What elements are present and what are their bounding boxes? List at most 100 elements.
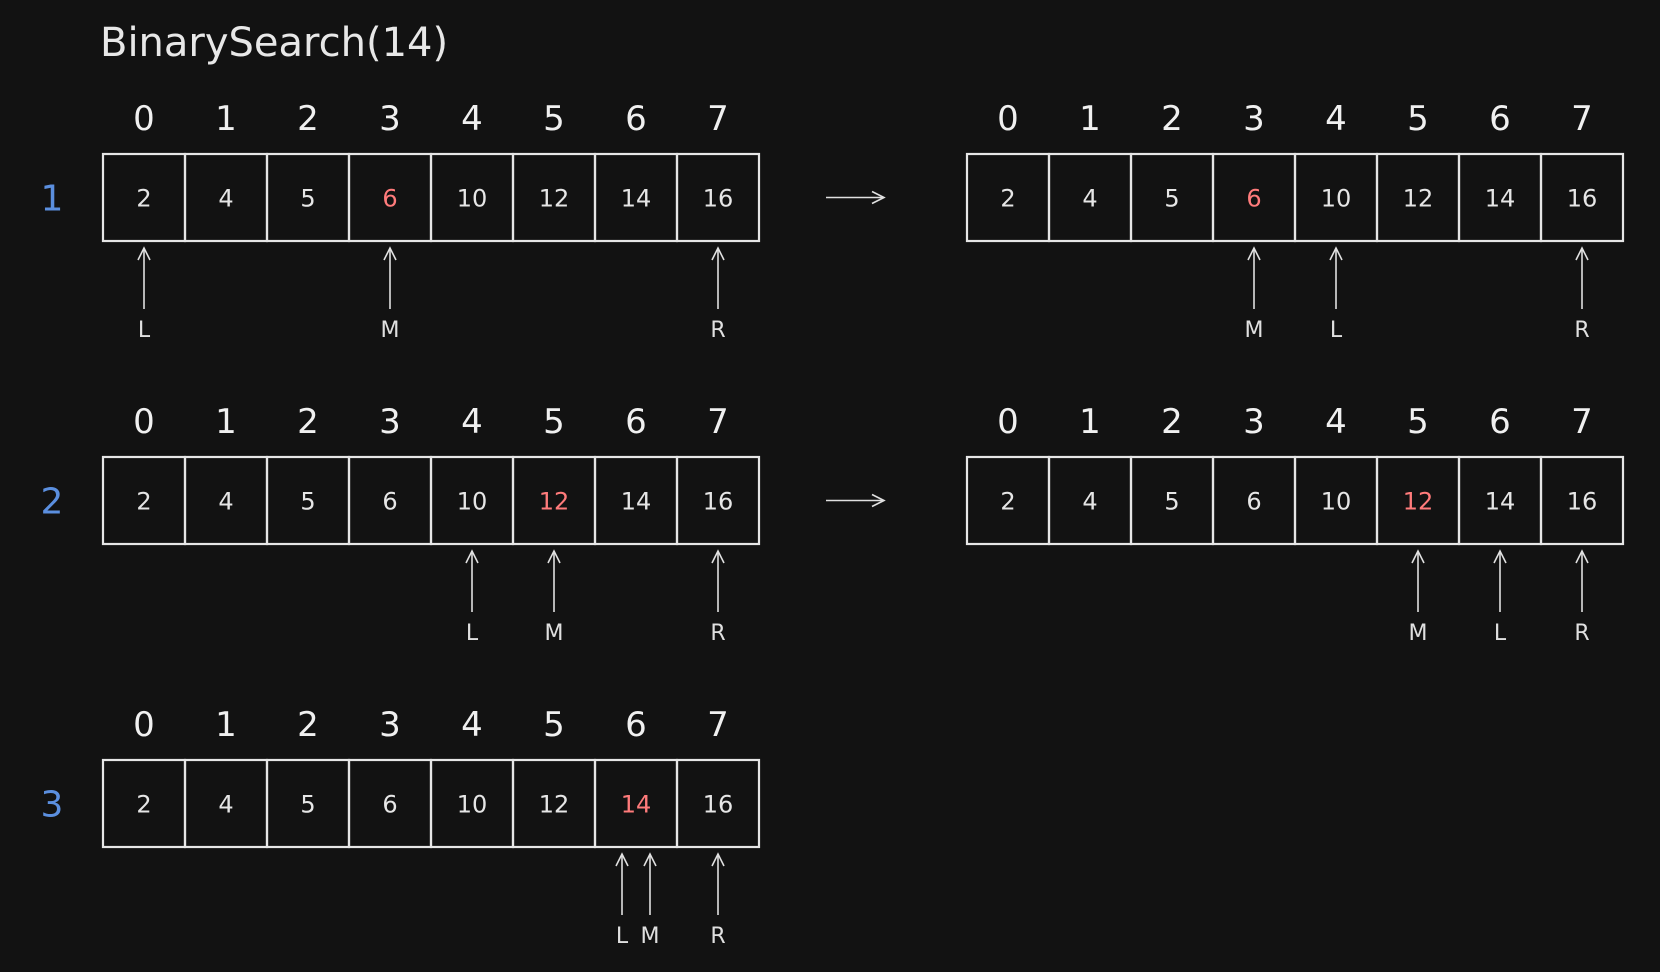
array-value: 10 [457, 791, 488, 819]
index-label: 3 [1243, 402, 1265, 442]
index-label: 1 [1079, 402, 1101, 442]
index-label: 2 [1161, 402, 1183, 442]
index-label: 1 [215, 705, 237, 745]
array-cell [1539, 152, 1625, 243]
index-label: 2 [297, 402, 319, 442]
array-value: 12 [539, 791, 570, 819]
index-label: 5 [543, 402, 565, 442]
index-label: 4 [461, 402, 483, 442]
pointer-arrow-icon [1575, 246, 1589, 309]
pointer-arrow-icon [1411, 549, 1425, 612]
index-label: 4 [461, 99, 483, 139]
array-value: 2 [136, 185, 151, 213]
array-value: 12 [539, 185, 570, 213]
index-label: 4 [1325, 99, 1347, 139]
index-label: 0 [133, 705, 155, 745]
index-label: 1 [215, 402, 237, 442]
index-label: 5 [1407, 402, 1429, 442]
array-value: 4 [1082, 488, 1097, 516]
array-value: 2 [136, 791, 151, 819]
pointer-arrow-icon [1575, 549, 1589, 612]
index-label: 2 [297, 99, 319, 139]
index-label: 1 [215, 99, 237, 139]
pointer-label-l: L [1330, 318, 1343, 343]
pointer-label-m: M [641, 924, 660, 949]
array-value: 10 [1321, 185, 1352, 213]
pointer-label-m: M [1409, 621, 1428, 646]
index-label: 6 [1489, 402, 1511, 442]
pointer-label-l: L [1494, 621, 1507, 646]
right-arrow-icon [826, 493, 886, 508]
array-value: 5 [300, 185, 315, 213]
array-value: 4 [218, 791, 233, 819]
array-value: 5 [300, 791, 315, 819]
index-label: 0 [997, 99, 1019, 139]
pointer-arrow-icon [547, 549, 561, 612]
index-label: 2 [1161, 99, 1183, 139]
pointer-label-l: L [138, 318, 151, 343]
pointer-arrow-icon [1329, 246, 1343, 309]
pointer-label-r: R [1574, 318, 1589, 343]
index-label: 5 [543, 99, 565, 139]
index-label: 3 [379, 402, 401, 442]
array-value-highlighted: 14 [621, 791, 652, 819]
array-value: 12 [1403, 185, 1434, 213]
array-value: 14 [1485, 488, 1516, 516]
index-label: 0 [133, 402, 155, 442]
step-number: 1 [41, 179, 64, 220]
pointer-label-r: R [710, 318, 725, 343]
diagram-title: BinarySearch(14) [100, 20, 448, 66]
array-value: 4 [1082, 185, 1097, 213]
right-arrow-icon [826, 190, 886, 205]
array-value-highlighted: 12 [539, 488, 570, 516]
array-value: 10 [457, 185, 488, 213]
pointer-arrow-icon [711, 549, 725, 612]
array-value-highlighted: 6 [382, 185, 397, 213]
index-label: 7 [1571, 402, 1593, 442]
array-value: 10 [457, 488, 488, 516]
index-label: 5 [543, 705, 565, 745]
pointer-arrow-icon [465, 549, 479, 612]
pointer-arrow-icon [1247, 246, 1261, 309]
array-value: 2 [1000, 185, 1015, 213]
index-label: 3 [379, 99, 401, 139]
array-value-highlighted: 12 [1403, 488, 1434, 516]
array-value: 6 [1246, 488, 1261, 516]
index-label: 1 [1079, 99, 1101, 139]
array-value-highlighted: 6 [1246, 185, 1261, 213]
index-label: 4 [1325, 402, 1347, 442]
index-label: 6 [1489, 99, 1511, 139]
index-label: 7 [707, 705, 729, 745]
index-label: 3 [1243, 99, 1265, 139]
array-value: 6 [382, 488, 397, 516]
array-value: 6 [382, 791, 397, 819]
pointer-arrow-icon [383, 246, 397, 309]
array-value: 2 [1000, 488, 1015, 516]
step-number: 2 [41, 482, 64, 523]
pointer-label-l: L [616, 924, 629, 949]
pointer-arrow-icon [137, 246, 151, 309]
pointer-arrow-icon [1493, 549, 1507, 612]
pointer-arrow-icon [615, 852, 629, 915]
index-label: 6 [625, 99, 647, 139]
pointer-label-m: M [1245, 318, 1264, 343]
pointer-label-r: R [710, 621, 725, 646]
index-label: 7 [707, 99, 729, 139]
array-value: 16 [703, 488, 734, 516]
array-value: 16 [1567, 185, 1598, 213]
index-label: 3 [379, 705, 401, 745]
index-label: 7 [1571, 99, 1593, 139]
index-label: 2 [297, 705, 319, 745]
array-value: 5 [1164, 185, 1179, 213]
index-label: 0 [133, 99, 155, 139]
